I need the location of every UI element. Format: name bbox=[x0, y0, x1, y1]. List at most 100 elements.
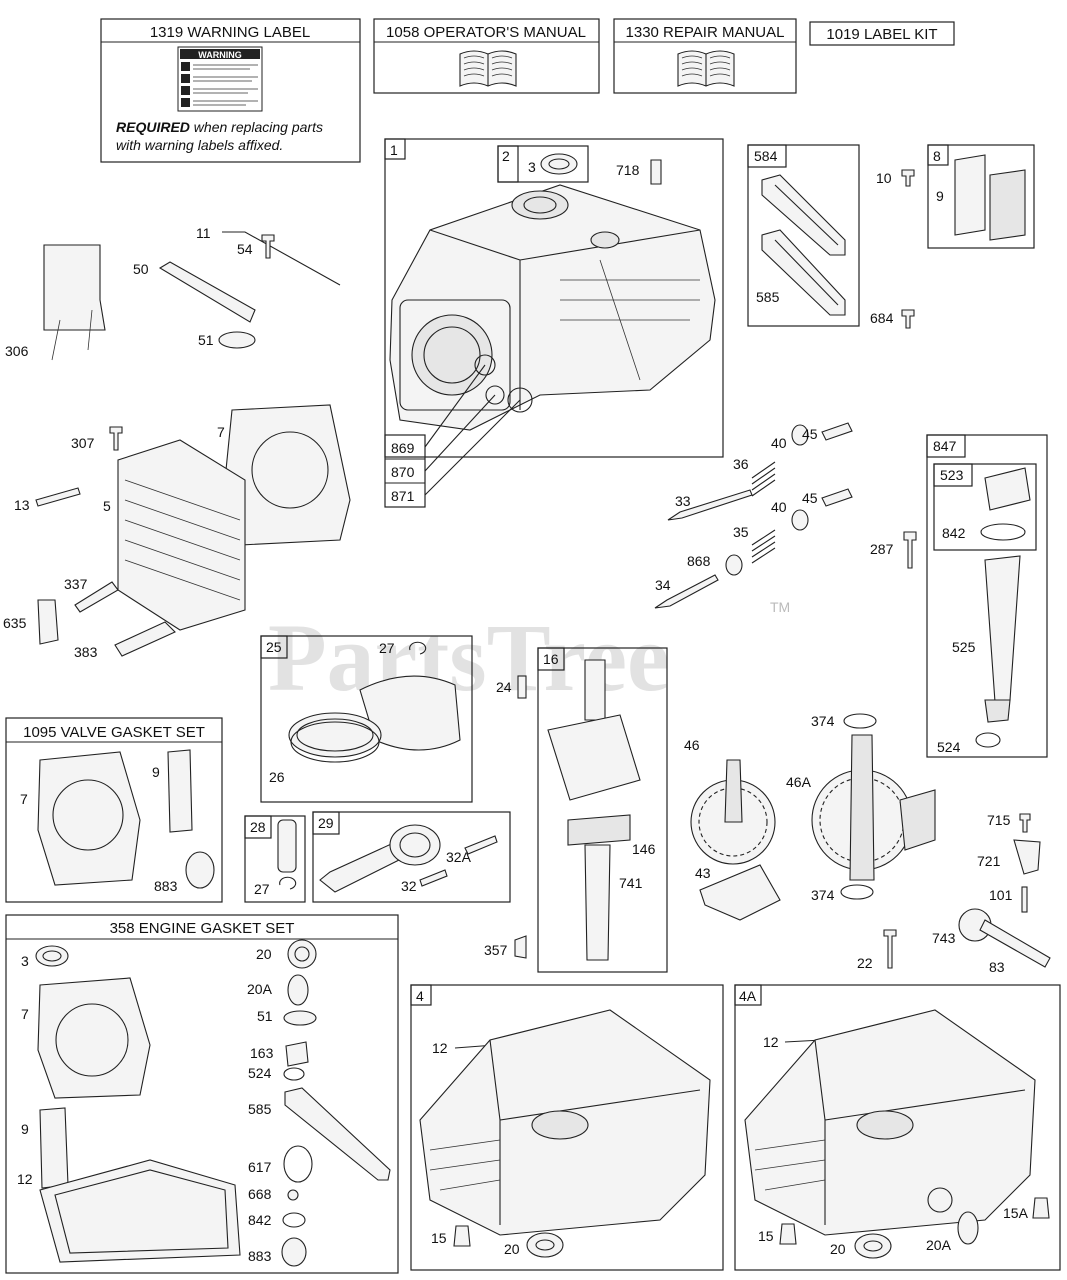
breather-gasket-9 bbox=[954, 154, 986, 236]
retainer-40 bbox=[791, 424, 809, 446]
callout-871: 871 bbox=[391, 488, 415, 504]
operators-manual-box[interactable]: 1058 OPERATOR'S MANUAL bbox=[373, 18, 600, 94]
box-25-tag: 25 bbox=[266, 639, 282, 655]
label-kit-title: 1019 LABEL KIT bbox=[826, 26, 937, 43]
callout-11: 11 bbox=[196, 225, 211, 241]
callout-32: 32 bbox=[401, 878, 417, 894]
box-25-piston[interactable]: 25 27 26 bbox=[260, 635, 473, 803]
engine-gasket-set-box[interactable]: 358 ENGINE GASKET SET 3 7 9 12 20 20A 51… bbox=[5, 914, 399, 1274]
gasket-163 bbox=[285, 1041, 309, 1067]
warning-label-title: 1319 WARNING LABEL bbox=[150, 24, 310, 41]
callout-10: 10 bbox=[876, 170, 892, 186]
callout-617: 617 bbox=[248, 1159, 272, 1175]
box-16-tag: 16 bbox=[543, 651, 559, 667]
callout-3: 3 bbox=[528, 159, 536, 175]
callout-15a: 15 bbox=[431, 1230, 447, 1246]
box-29-connecting-rod[interactable]: 29 32A 32 bbox=[312, 811, 511, 903]
spark-plug-boot-635 bbox=[37, 599, 59, 645]
callout-54: 54 bbox=[237, 241, 253, 257]
bolt-22 bbox=[883, 929, 897, 969]
breather-gasket-585 bbox=[761, 229, 846, 316]
callout-684: 684 bbox=[870, 310, 894, 326]
callout-45b: 45 bbox=[802, 490, 818, 506]
warning-label-box[interactable]: 1319 WARNING LABEL WARNING REQUIRED when… bbox=[100, 18, 361, 163]
valve-gasket-set-box[interactable]: 1095 VALVE GASKET SET 7 9 883 bbox=[5, 717, 223, 903]
o-ring-668 bbox=[287, 1189, 299, 1201]
oil-seal bbox=[540, 153, 578, 175]
callout-668: 668 bbox=[248, 1186, 272, 1202]
callout-718: 718 bbox=[616, 162, 640, 178]
callout-743: 743 bbox=[932, 930, 956, 946]
box-1-tag: 1 bbox=[390, 142, 398, 158]
box-1-cylinder[interactable]: 1 2 3 718 869 870 871 bbox=[384, 138, 724, 508]
seal-3b bbox=[35, 945, 69, 967]
callout-883: 883 bbox=[154, 878, 178, 894]
o-ring-524 bbox=[975, 732, 1001, 748]
callout-337: 337 bbox=[64, 576, 88, 592]
callout-35: 35 bbox=[733, 524, 749, 540]
head-gasket-7c bbox=[37, 977, 151, 1099]
dipstick-tube-11 bbox=[222, 231, 341, 286]
callout-20b: 20 bbox=[504, 1241, 520, 1257]
governor-43 bbox=[699, 864, 781, 921]
crank-end bbox=[584, 659, 606, 721]
callout-357: 357 bbox=[484, 942, 508, 958]
warning-note-line1: REQUIRED when replacing parts bbox=[116, 119, 323, 135]
callout-27b: 27 bbox=[254, 881, 270, 897]
warning-sticker-image: WARNING bbox=[177, 46, 263, 112]
washer-374 bbox=[843, 713, 877, 729]
callout-24: 24 bbox=[496, 679, 512, 695]
box-4A-sump[interactable]: 4A 12 15 20 20A 15A bbox=[734, 984, 1061, 1271]
box-523-tag: 523 bbox=[940, 467, 964, 483]
key-24 bbox=[517, 675, 527, 699]
box-4-tag: 4 bbox=[416, 988, 424, 1004]
callout-163: 163 bbox=[250, 1045, 274, 1061]
callout-842b: 842 bbox=[248, 1212, 272, 1228]
watermark: PartsTree bbox=[268, 604, 670, 711]
shaft-83 bbox=[979, 919, 1051, 968]
warning-sticker-text: WARNING bbox=[198, 50, 242, 60]
callout-842: 842 bbox=[942, 525, 966, 541]
callout-40: 40 bbox=[771, 435, 787, 451]
box-8-breather-cover[interactable]: 8 9 bbox=[927, 144, 1035, 249]
o-ring-842 bbox=[980, 523, 1026, 541]
tube-50 bbox=[158, 261, 256, 323]
callout-26: 26 bbox=[269, 769, 285, 785]
gasket-585b bbox=[284, 1087, 391, 1181]
box-4A-tag: 4A bbox=[739, 988, 757, 1004]
callout-20Ab: 20A bbox=[926, 1237, 952, 1253]
label-kit-box[interactable]: 1019 LABEL KIT bbox=[809, 21, 955, 46]
retainer-40b bbox=[791, 509, 809, 531]
screw-32A bbox=[464, 835, 498, 855]
box-584-tag: 584 bbox=[754, 148, 778, 164]
repair-manual-box[interactable]: 1330 REPAIR MANUAL bbox=[613, 18, 797, 94]
box-584-breather[interactable]: 584 585 bbox=[747, 144, 860, 327]
box-847-dipstick[interactable]: 847 523 842 525 524 bbox=[926, 434, 1048, 758]
piston-rings-26 bbox=[288, 712, 382, 758]
dipstick-tube-525 bbox=[984, 555, 1021, 703]
callout-525: 525 bbox=[952, 639, 976, 655]
callout-32A: 32A bbox=[446, 849, 472, 865]
screw-32 bbox=[419, 869, 448, 887]
callout-869: 869 bbox=[391, 440, 415, 456]
plug-15b bbox=[779, 1223, 797, 1245]
screw-684 bbox=[901, 309, 915, 329]
o-ring-617 bbox=[283, 1145, 313, 1183]
callout-36: 36 bbox=[733, 456, 749, 472]
warning-note-bold: REQUIRED bbox=[116, 119, 190, 135]
exhaust-cover-383 bbox=[114, 621, 176, 657]
box-4-sump[interactable]: 4 12 15 20 bbox=[410, 984, 724, 1271]
screw-287 bbox=[903, 531, 917, 569]
shield-306 bbox=[43, 244, 106, 331]
callout-9: 9 bbox=[936, 188, 944, 204]
oil-seal-20Ab bbox=[957, 1211, 979, 1245]
callout-51b: 51 bbox=[257, 1008, 273, 1024]
book-icon bbox=[459, 50, 517, 87]
valve-cap-45 bbox=[821, 422, 853, 441]
box-16-crankshaft[interactable]: 16 146 741 bbox=[537, 647, 668, 973]
callout-524: 524 bbox=[937, 739, 961, 755]
valve-33 bbox=[667, 489, 753, 521]
breather-gasket bbox=[761, 174, 846, 256]
callout-34: 34 bbox=[655, 577, 671, 593]
box-28-pin[interactable]: 28 27 bbox=[244, 815, 306, 903]
